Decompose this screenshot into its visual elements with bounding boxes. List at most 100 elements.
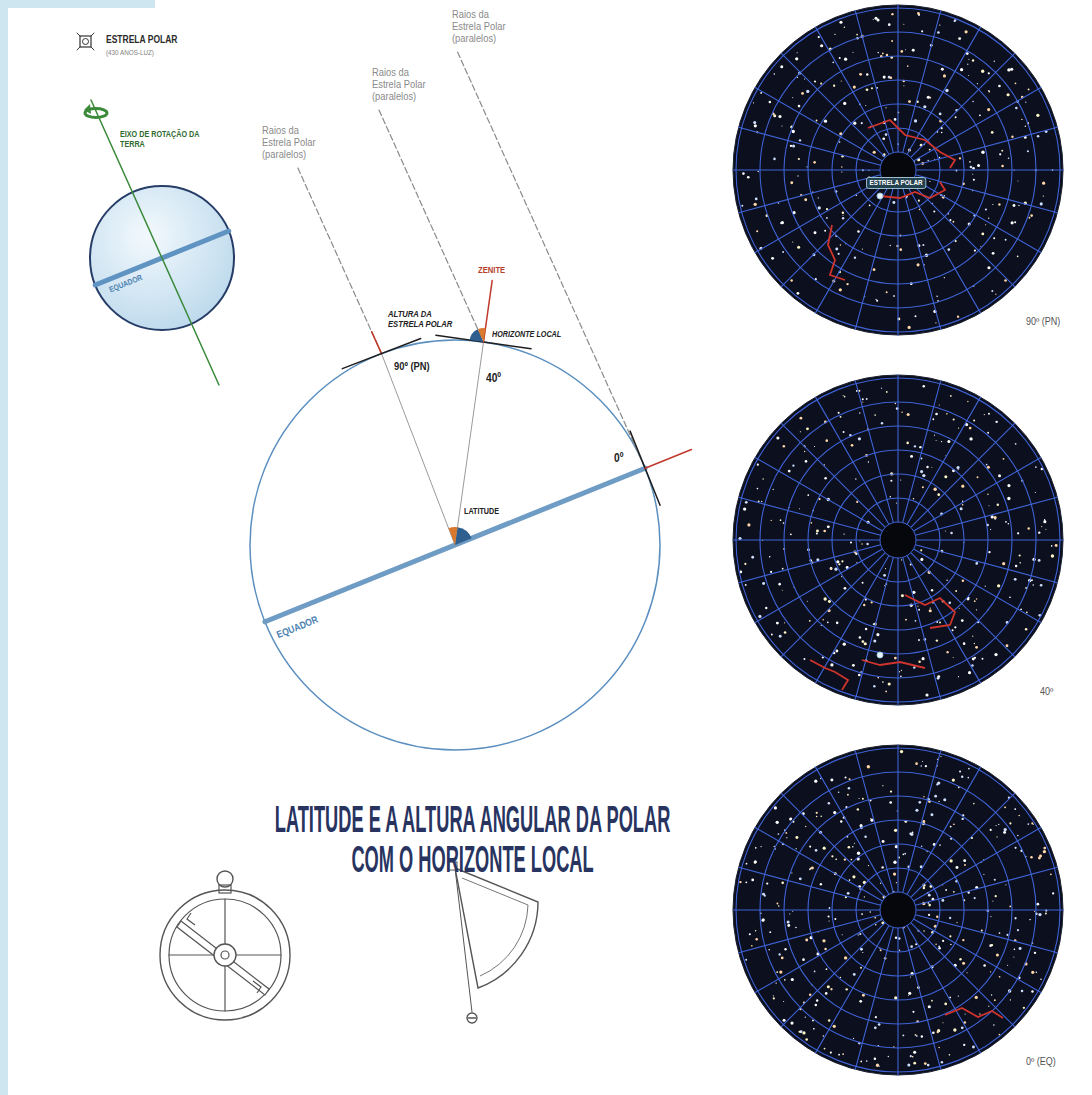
equator-label: EQUADOR [275, 614, 320, 641]
star [914, 119, 917, 122]
star [816, 999, 818, 1001]
star [828, 600, 831, 603]
star [773, 997, 775, 999]
chart-caption: 90º (PN) [1026, 316, 1060, 328]
star [950, 532, 952, 534]
star [953, 657, 954, 658]
star [947, 248, 950, 251]
star [861, 543, 862, 544]
star [1031, 990, 1033, 992]
star [778, 583, 781, 586]
star [876, 300, 878, 302]
star [915, 315, 917, 317]
star [928, 914, 930, 916]
star [799, 139, 801, 141]
star [953, 418, 955, 420]
star [827, 915, 829, 917]
star [1003, 831, 1006, 834]
star [1025, 126, 1026, 127]
star [964, 864, 966, 866]
star [873, 685, 875, 687]
star [881, 866, 883, 868]
star [997, 584, 1000, 587]
star [960, 68, 963, 71]
grid-line [897, 745, 898, 892]
star [929, 609, 932, 612]
star [815, 849, 818, 852]
star [824, 477, 827, 480]
star [994, 516, 997, 519]
grid-line [907, 556, 981, 683]
star [969, 427, 972, 430]
star [760, 846, 761, 847]
star [862, 994, 865, 997]
star [982, 658, 984, 660]
star [973, 179, 975, 181]
star-icon [77, 47, 80, 50]
star [818, 206, 821, 209]
star-icon [91, 47, 94, 50]
star [922, 244, 924, 246]
star [1026, 611, 1028, 613]
star [1031, 822, 1033, 824]
star [1030, 919, 1031, 920]
star [937, 675, 940, 678]
star [814, 446, 815, 447]
star [1015, 443, 1017, 445]
star [830, 779, 833, 782]
star [833, 1025, 836, 1028]
star [755, 938, 758, 941]
star [949, 917, 951, 919]
star [830, 663, 833, 666]
star [1014, 221, 1016, 223]
grid-line [816, 397, 890, 524]
star [804, 79, 805, 80]
star [957, 469, 958, 470]
star [762, 478, 763, 479]
star [974, 643, 975, 644]
star [790, 533, 792, 535]
star [814, 231, 817, 234]
star [936, 639, 938, 641]
star [968, 75, 969, 76]
star [745, 584, 747, 586]
star [946, 580, 947, 581]
horizon-label: HORIZONTE LOCAL [492, 329, 561, 339]
star [787, 921, 790, 924]
sky-chart [733, 745, 1063, 1075]
star [758, 171, 759, 172]
star [928, 904, 931, 907]
star [844, 858, 846, 860]
star [771, 634, 773, 636]
star [895, 845, 898, 848]
star [844, 956, 847, 959]
star [876, 633, 879, 636]
star [754, 203, 757, 206]
star [1028, 217, 1030, 219]
star [959, 771, 961, 773]
star [820, 815, 822, 817]
zenith-label: ZENITE [478, 265, 505, 275]
star [876, 1064, 879, 1067]
star [939, 113, 942, 116]
grid-line [915, 127, 1057, 165]
star [1038, 857, 1041, 860]
star [831, 855, 833, 857]
star [901, 594, 904, 597]
star [945, 89, 948, 92]
star [936, 296, 938, 298]
star [957, 315, 959, 317]
star [981, 232, 984, 235]
star [768, 949, 769, 950]
star [879, 1066, 880, 1067]
star [962, 962, 965, 965]
star [760, 92, 762, 94]
star [986, 464, 988, 466]
star [937, 1029, 940, 1032]
star [779, 970, 782, 973]
star [958, 995, 959, 996]
star [781, 125, 782, 126]
star [993, 1024, 994, 1025]
star [866, 543, 868, 545]
star [809, 846, 811, 848]
